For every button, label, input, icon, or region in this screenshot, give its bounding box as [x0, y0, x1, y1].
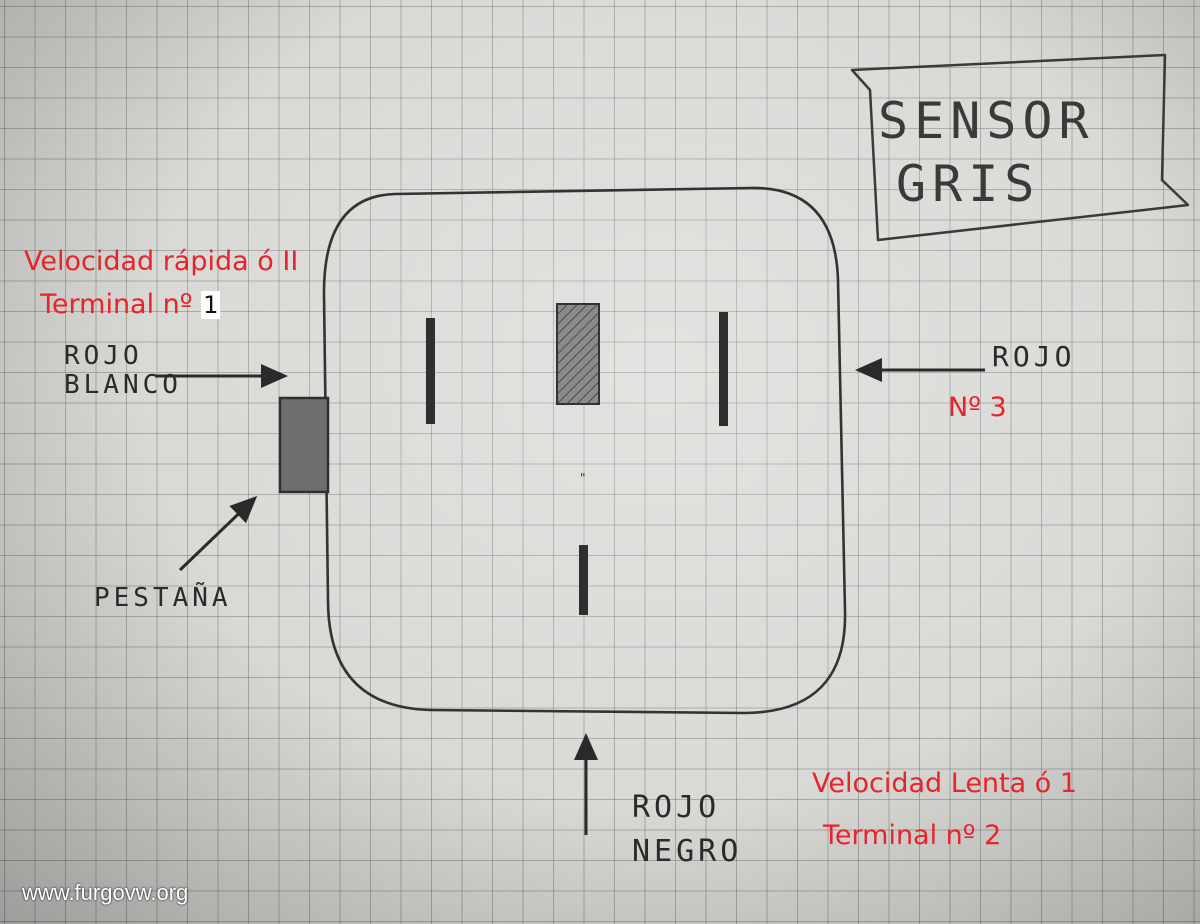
- pin-bottom: [579, 545, 588, 615]
- terminal-fast-label: Terminal nº 1: [40, 289, 221, 321]
- terminal-slow-label: Terminal nº 2: [823, 820, 1002, 851]
- terminal-fast-prefix: Terminal nº: [40, 289, 193, 320]
- left-wire-label: ROJO BLANCO: [64, 342, 182, 399]
- title-box: [850, 53, 1190, 242]
- bottom-wire-line-1: ROJO: [632, 790, 721, 825]
- pin-center-hatched: [556, 303, 600, 405]
- connector-outline: [322, 186, 847, 715]
- pin-left: [426, 318, 435, 424]
- fast-speed-label: Velocidad rápida ó II: [24, 246, 299, 277]
- watermark: www.furgovw.org: [22, 880, 189, 905]
- right-terminal-label: Nº 3: [948, 392, 1007, 423]
- bottom-wire-label: ROJO NEGRO: [632, 786, 742, 873]
- slow-speed-label: Velocidad Lenta ó 1: [812, 768, 1078, 799]
- bottom-wire-line-2: NEGRO: [632, 833, 743, 869]
- pin-mark: ": [580, 471, 586, 485]
- title-line-1: SENSOR: [878, 92, 1095, 150]
- left-wire-line-2: BLANCO: [64, 369, 182, 400]
- pin-right: [719, 312, 728, 426]
- left-wire-line-1: ROJO: [64, 341, 143, 371]
- arrow-tab: [178, 495, 258, 572]
- terminal-fast-number: 1: [201, 291, 221, 319]
- right-wire-label: ROJO: [992, 340, 1076, 373]
- tab-label: PESTAÑA: [94, 583, 232, 613]
- sensor-title: SENSOR GRIS: [878, 90, 1095, 215]
- title-line-2: GRIS: [896, 154, 1041, 213]
- tab-pestana: [278, 396, 330, 494]
